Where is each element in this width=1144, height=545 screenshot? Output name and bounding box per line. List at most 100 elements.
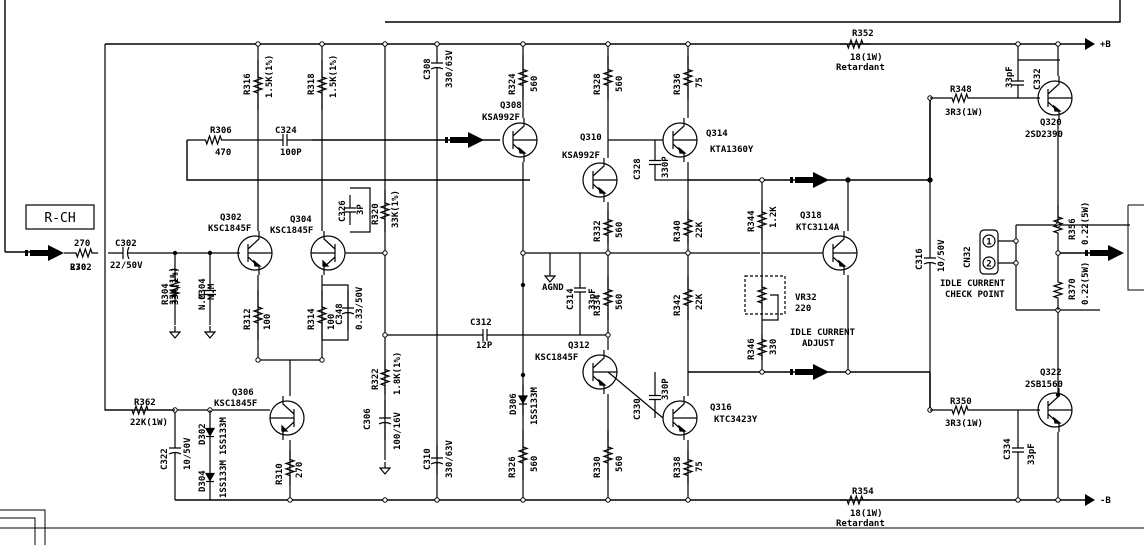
vr32-ref: VR32: [795, 293, 817, 303]
r320: [379, 190, 391, 232]
r322-ref: R322: [371, 368, 381, 390]
q302-transistor: [237, 231, 273, 275]
r370-value: 0.22(5W): [1081, 262, 1091, 305]
transistor-arrow: [1053, 416, 1062, 424]
transistor-collector: [592, 158, 605, 177]
signal-flow-arrow-tail: [790, 177, 793, 183]
transistor-emitter: [1047, 101, 1060, 120]
r304-value: 33K(1%): [171, 267, 181, 305]
node-ring: [434, 497, 440, 503]
wire: [385, 0, 1121, 23]
idle-adjust-label-line2: ADJUST: [802, 339, 835, 349]
node-ring: [1055, 497, 1061, 503]
r304-ref: R304: [161, 283, 171, 305]
transistor-arrow: [281, 424, 289, 432]
d304-ref: D304: [198, 470, 208, 492]
r346: [756, 335, 768, 360]
r336-value: 75: [695, 77, 705, 88]
transistor-arrow: [598, 186, 607, 194]
r352: [840, 38, 870, 50]
r338-value: 75: [695, 461, 705, 472]
r342: [682, 275, 694, 320]
q310-value: KSA992F: [562, 151, 600, 161]
c326: [344, 195, 356, 225]
q320-ref: Q320: [1040, 118, 1062, 128]
c302: [108, 246, 142, 260]
r362-ref: R362: [134, 398, 156, 408]
r302-value: 270: [70, 263, 86, 273]
junction-dot: [520, 372, 526, 378]
r316-ref: R316: [243, 73, 253, 95]
d306-value: 1SS133M: [530, 386, 540, 425]
r344: [756, 200, 768, 240]
r354: [840, 494, 870, 506]
q310-transistor: [582, 158, 618, 202]
c348: [341, 290, 355, 330]
r350-value: 3R3(1W): [945, 419, 983, 429]
r312-ref: R312: [243, 308, 253, 330]
q302-value: KSC1845F: [208, 224, 251, 234]
q312-ref: Q312: [568, 341, 590, 351]
q304-transistor: [310, 231, 346, 275]
transistor-arrow: [322, 259, 330, 267]
q304-ref: Q304: [290, 215, 312, 225]
q306-value: KSC1845F: [214, 399, 257, 409]
r330-ref: R330: [593, 456, 603, 478]
q314-value: KTA1360Y: [710, 145, 754, 155]
q322-ref: Q322: [1040, 368, 1062, 378]
signal-flow-arrow-tail: [25, 250, 28, 256]
r302-ref: R302: [70, 263, 92, 273]
q316-value: KTC3423Y: [714, 415, 758, 425]
node-ring: [1055, 250, 1061, 256]
r318: [316, 60, 328, 110]
c330-ref: C330: [633, 398, 643, 420]
c324: [258, 134, 312, 146]
transistor-arrow: [678, 146, 687, 154]
transistor-collector: [672, 118, 685, 137]
node-ring: [605, 41, 611, 47]
rail-label-positive: +B: [1100, 40, 1111, 50]
c312-value: 12P: [476, 341, 493, 351]
r340-value: 22K: [695, 221, 705, 238]
r310-value: 270: [295, 462, 305, 478]
r334: [602, 275, 614, 320]
c330: [649, 385, 661, 410]
r356: [1052, 205, 1064, 245]
channel-label: R-CH: [44, 211, 75, 226]
c332: [1012, 68, 1024, 98]
c334: [1012, 430, 1024, 470]
r348: [930, 92, 990, 104]
node-ring: [605, 332, 611, 338]
d302-ref: D302: [198, 423, 208, 445]
transistor-collector: [672, 396, 685, 415]
q318-transistor: [822, 231, 858, 275]
node-ring: [255, 41, 261, 47]
c332-ref: C332: [1033, 68, 1043, 90]
signal-flow-arrow: [30, 245, 64, 261]
ground-symbol: [168, 326, 182, 339]
node-ring: [1015, 41, 1021, 47]
c316-value: 10/50V: [937, 239, 947, 272]
r314-value: 100: [327, 314, 337, 330]
r310: [284, 450, 296, 485]
q316-ref: Q316: [710, 403, 732, 413]
ground-symbol: [203, 326, 217, 339]
c302-ref: C302: [115, 239, 137, 249]
c328: [649, 150, 661, 175]
r326: [517, 430, 529, 480]
c328-value: 330P: [661, 156, 671, 178]
r340-ref: R340: [673, 220, 683, 242]
cn32-connector: [979, 229, 999, 275]
idle-check-label-line2: CHECK POINT: [945, 290, 1005, 300]
r322: [379, 360, 391, 395]
r342-value: 22K: [695, 293, 705, 310]
c304-value: N.M: [198, 293, 208, 310]
c328-ref: C328: [633, 158, 643, 180]
c330-value: 330P: [661, 378, 671, 400]
signal-flow-arrow: [1090, 245, 1124, 261]
r346-ref: R346: [747, 338, 757, 360]
c306: [378, 400, 392, 440]
wire: [654, 140, 688, 181]
